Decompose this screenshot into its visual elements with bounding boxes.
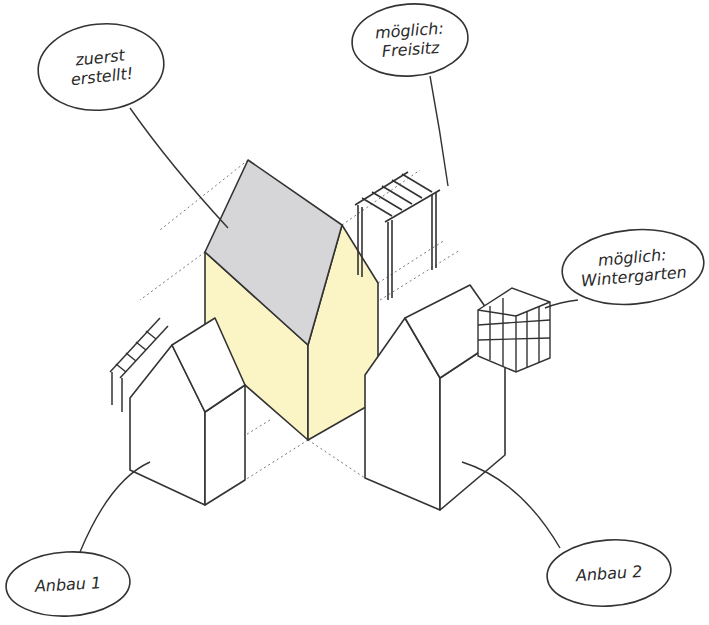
bubble-ellipse — [559, 224, 707, 310]
bubble-ellipse — [4, 549, 131, 619]
callout-text: möglich: Freisitz — [364, 18, 456, 62]
pergola-freisitz — [355, 172, 440, 300]
bubble-ellipse — [350, 0, 471, 80]
callout-bubble: zuerst erstellt! — [32, 15, 171, 118]
pergola-small — [110, 318, 168, 412]
bubble-ellipse — [545, 536, 673, 610]
callout-bubble: möglich: Wintergarten — [557, 222, 709, 312]
wintergarten-box — [478, 288, 550, 372]
callout-text: Anbau 1 — [34, 573, 101, 595]
callout-bubble: möglich: Freisitz — [347, 0, 472, 82]
leader-lines — [80, 76, 578, 552]
callout-bubble: Anbau 2 — [543, 534, 676, 613]
bubble-ellipse — [34, 18, 168, 117]
callout-bubble: Anbau 1 — [2, 547, 133, 622]
annex-one — [130, 318, 245, 505]
